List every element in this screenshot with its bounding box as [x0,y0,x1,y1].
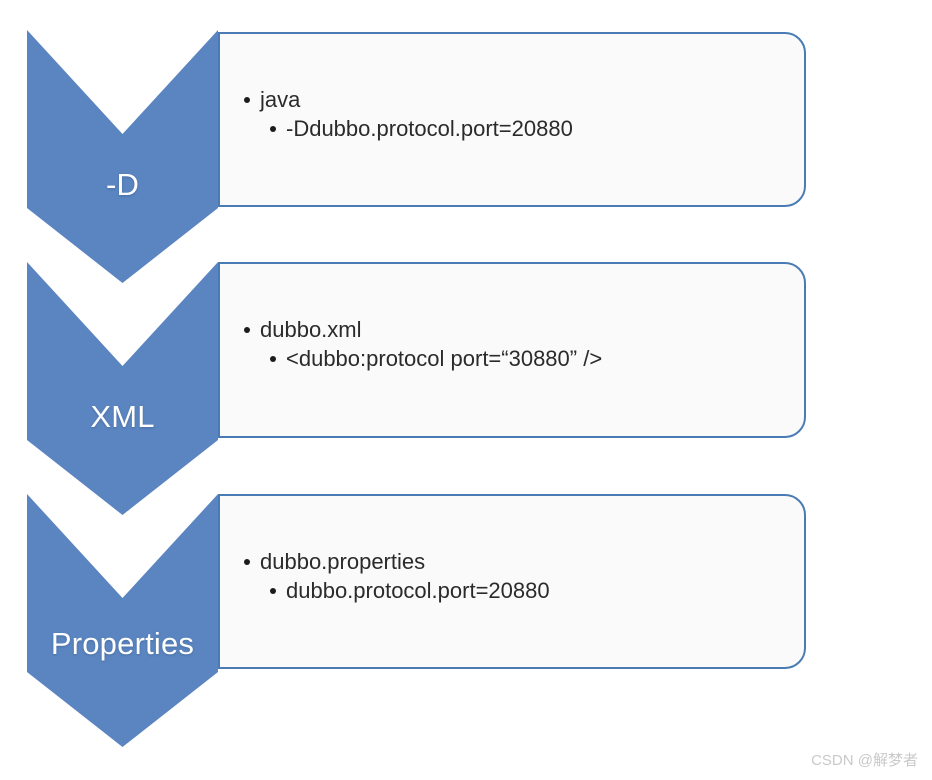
bullet-list-1: java -Ddubbo.protocol.port=20880 [240,85,804,143]
list-item: -Ddubbo.protocol.port=20880 [266,114,804,143]
chevron-shape-icon [27,262,218,515]
list-item-label: <dubbo:protocol port=“30880” /> [286,346,603,372]
content-box-3: dubbo.properties dubbo.protocol.port=208… [218,494,806,669]
chevron-label-3: Properties [50,626,195,661]
chevron-label-2: XML [90,399,155,434]
bullet-dot-icon [244,97,250,103]
list-item: dubbo.xml [240,315,804,344]
list-item-label: -Ddubbo.protocol.port=20880 [286,116,573,142]
watermark-text: CSDN @解梦者 [811,752,918,769]
content-box-2: dubbo.xml <dubbo:protocol port=“30880” /… [218,262,806,438]
bullet-dot-icon [244,559,250,565]
bullet-dot-icon [270,356,276,363]
chevron-label-1: -D [105,167,140,202]
bullet-list-3: dubbo.properties dubbo.protocol.port=208… [240,547,804,605]
list-item-label: java [260,87,301,112]
chevron-step-3: Properties [27,494,218,747]
chevron-shape-icon [27,494,218,747]
list-item: dubbo.protocol.port=20880 [266,576,804,605]
bullet-dot-icon [270,588,276,595]
list-item: java [240,85,804,114]
list-item-label: dubbo.protocol.port=20880 [286,578,550,604]
list-item-label: dubbo.properties [260,549,426,574]
bullet-dot-icon [270,126,276,133]
bullet-dot-icon [244,327,250,333]
content-box-1: java -Ddubbo.protocol.port=20880 [218,32,806,207]
bullet-list-2: dubbo.xml <dubbo:protocol port=“30880” /… [240,315,804,373]
chevron-step-1: -D [27,30,218,283]
chevron-shape-icon [27,30,218,283]
list-item: <dubbo:protocol port=“30880” /> [266,344,804,373]
list-item: dubbo.properties [240,547,804,576]
chevron-step-2: XML [27,262,218,515]
list-item-label: dubbo.xml [260,317,362,342]
